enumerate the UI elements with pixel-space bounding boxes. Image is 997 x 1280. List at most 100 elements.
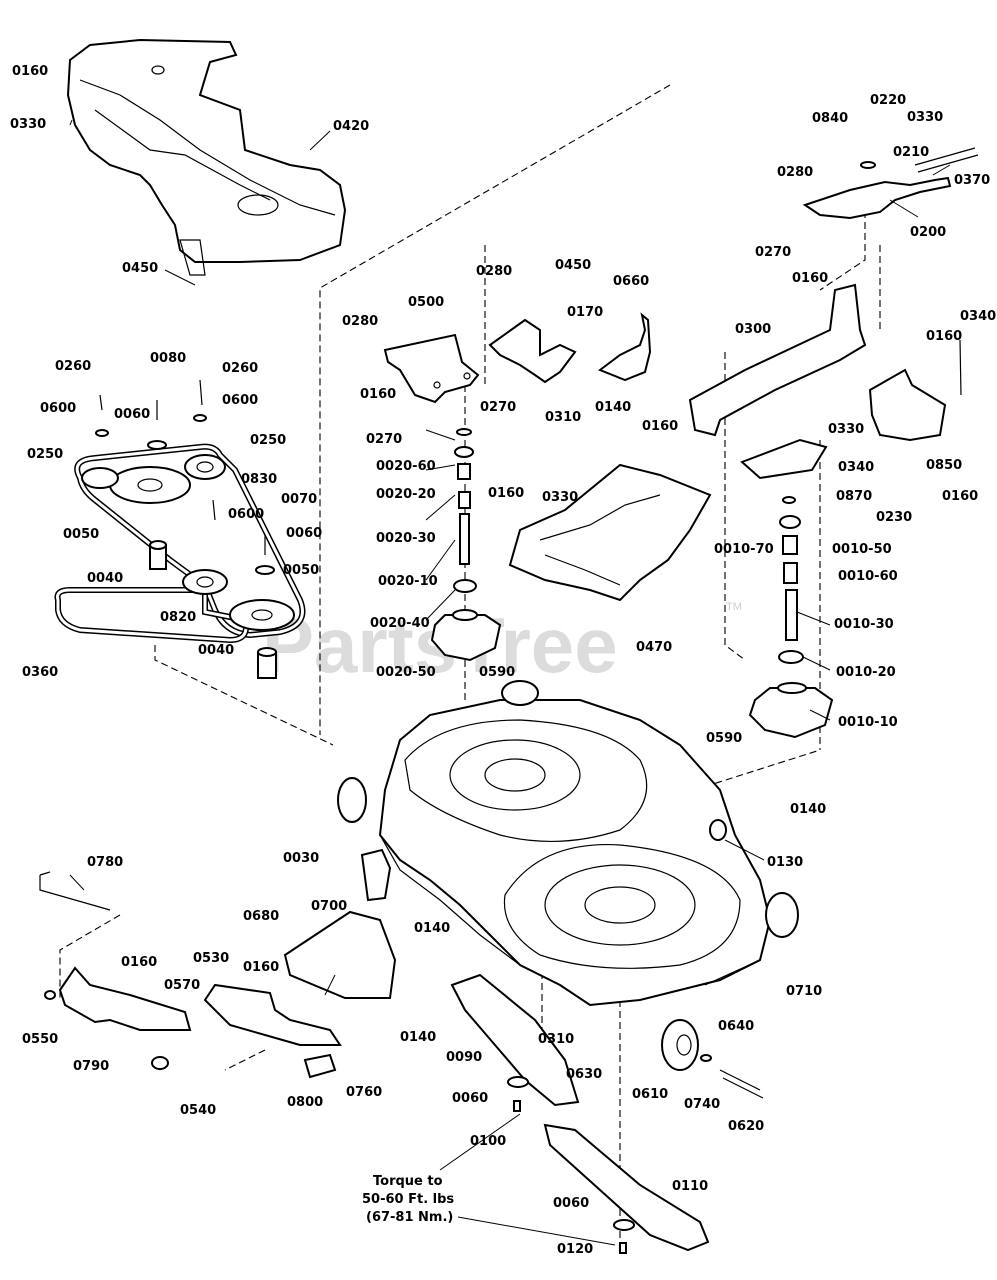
part-label: 0140 [790,802,826,817]
part-label: 0590 [706,731,742,746]
part-label: 0140 [400,1030,436,1045]
spindle-stack-left [430,428,502,662]
part-label: 0010-60 [838,569,898,584]
mounting-brackets [488,312,652,384]
idler-bracket [383,333,480,404]
part-label: 0820 [160,610,196,625]
part-label: 0540 [180,1103,216,1118]
part-label: 0310 [538,1032,574,1047]
part-label: 0840 [812,111,848,126]
part-label: 0260 [222,361,258,376]
part-label: 0760 [346,1085,382,1100]
part-label: 0060 [452,1091,488,1106]
torque-note-line: Torque to [373,1174,443,1189]
belt-cover-shield [66,38,347,276]
part-label: 0020-20 [376,487,436,502]
part-label: 0020-10 [378,574,438,589]
part-label: 0590 [479,665,515,680]
part-label: 0130 [767,855,803,870]
part-label: 0850 [926,458,962,473]
part-label: 0050 [283,563,319,578]
part-label: 0740 [684,1097,720,1112]
part-label: 0160 [942,489,978,504]
part-label: 0420 [333,119,369,134]
part-label: 0330 [542,490,578,505]
watermark-tm: TM [726,601,742,613]
part-label: 0570 [164,978,200,993]
part-label: 0660 [613,274,649,289]
part-label: 0300 [735,322,771,337]
part-label: 0160 [360,387,396,402]
part-label: 0090 [446,1050,482,1065]
part-label: 0600 [222,393,258,408]
gauge-wheel [661,1019,764,1099]
discharge-chute [508,463,712,602]
part-label: 0140 [414,921,450,936]
part-label: 0020-40 [370,616,430,631]
part-label: 0100 [470,1134,506,1149]
part-label: 0550 [22,1032,58,1047]
deck-bracket-right [688,283,962,480]
belt-pulley-assembly [54,379,306,679]
part-label: 0010-70 [714,542,774,557]
part-label: 0160 [12,64,48,79]
part-label: 0530 [193,951,229,966]
part-label: 0620 [728,1119,764,1134]
part-label: 0010-20 [836,665,896,680]
part-label: 0010-30 [834,617,894,632]
part-label: 0640 [718,1019,754,1034]
part-label: 0830 [241,472,277,487]
part-label: 0160 [926,329,962,344]
part-label: 0060 [286,526,322,541]
part-label: 0280 [476,264,512,279]
part-label: 0800 [287,1095,323,1110]
part-label: 0600 [40,401,76,416]
part-label: 0040 [198,643,234,658]
part-label: 0710 [786,984,822,999]
part-label: 0260 [55,359,91,374]
part-label: 0220 [870,93,906,108]
part-label: 0340 [960,309,996,324]
part-label: 0060 [114,407,150,422]
torque-note: Torque to 50-60 Ft. lbs (67-81 Nm.) [362,1174,454,1225]
part-label: 0600 [228,507,264,522]
torque-note-line: 50-60 Ft. lbs [362,1192,454,1207]
part-label: 0270 [480,400,516,415]
part-label: 0020-50 [376,665,436,680]
part-label: 0450 [555,258,591,273]
part-label: 0070 [281,492,317,507]
part-label: 0140 [595,400,631,415]
part-label: 0160 [121,955,157,970]
part-label: 0340 [838,460,874,475]
part-label: 0280 [777,165,813,180]
part-label: 0030 [283,851,319,866]
part-label: 0610 [632,1087,668,1102]
part-label: 0870 [836,489,872,504]
part-label: 0470 [636,640,672,655]
part-label: 0060 [553,1196,589,1211]
part-label: 0020-30 [376,531,436,546]
part-label: 0270 [755,245,791,260]
part-label: 0310 [545,410,581,425]
part-label: 0170 [567,305,603,320]
part-label: 0630 [566,1067,602,1082]
part-label: 0700 [311,899,347,914]
part-label: 0160 [488,486,524,501]
part-label: 0250 [27,447,63,462]
lower-linkage-parts [39,848,397,1079]
part-label: 0360 [22,665,58,680]
mower-blades [450,973,710,1254]
part-label: 0160 [243,960,279,975]
spindle-stack-right [748,496,834,739]
part-label: 0010-50 [832,542,892,557]
part-label: 0790 [73,1059,109,1074]
mower-deck [337,680,799,1007]
lift-arm [802,147,979,220]
part-label: 0450 [122,261,158,276]
part-label: 0200 [910,225,946,240]
part-label: 0680 [243,909,279,924]
part-label: 0050 [63,527,99,542]
part-label: 0330 [907,110,943,125]
